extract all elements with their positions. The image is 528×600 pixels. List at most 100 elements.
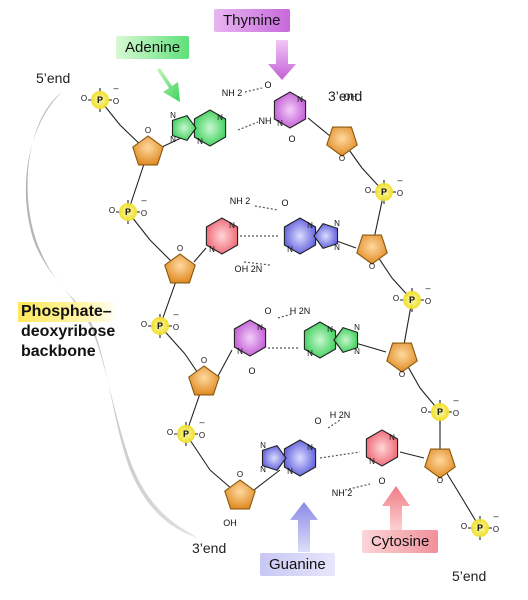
phosphate-right-2-o1: O bbox=[393, 294, 399, 303]
cytosine-base-2-ring bbox=[205, 217, 239, 255]
phosphate-right-4-glow bbox=[471, 519, 489, 537]
adenine-base-3-imidazole bbox=[333, 326, 359, 354]
guanine-base-2-ring bbox=[283, 217, 317, 255]
sugar-right-2-ring-o: O bbox=[369, 262, 375, 271]
phosphate-right-1-glow bbox=[375, 183, 393, 201]
thymine-base-3-n3: N bbox=[237, 347, 243, 356]
phosphate-right-2 bbox=[403, 291, 421, 309]
phosphate-left-2-glow bbox=[119, 203, 137, 221]
phosphate-left-3-charge: – bbox=[173, 309, 178, 319]
thymine-base-3-ring bbox=[233, 319, 267, 357]
adenine-base-3 bbox=[303, 321, 359, 359]
thymine-o2-3: O bbox=[248, 366, 255, 376]
phosphate-left-3-p-atom: P bbox=[157, 321, 163, 331]
cytosine-amino-4: H 2N bbox=[330, 410, 351, 420]
five-prime-end-top-left: 5’end bbox=[36, 70, 71, 86]
phosphate-left-4-p-atom: P bbox=[183, 429, 189, 439]
oh-bottom: OH bbox=[223, 518, 237, 528]
phosphate-right-2-p-atom: P bbox=[409, 295, 415, 305]
guanine-label: Guanine bbox=[260, 553, 335, 576]
thymine-o2: O bbox=[288, 134, 295, 144]
phosphate-left-4-charge: – bbox=[199, 417, 204, 427]
sugar-right-4-ring-o: O bbox=[437, 476, 443, 485]
phosphate-left-2-o1: O bbox=[109, 206, 115, 215]
five-prime-end-bottom-right: 5’end bbox=[452, 568, 487, 584]
adenine-arrow bbox=[157, 68, 180, 102]
sugar-left-1-ring-o: O bbox=[145, 126, 151, 135]
phosphate-right-3-o2: O bbox=[453, 409, 459, 418]
guanine-base-2-n1: N bbox=[307, 221, 313, 230]
guanine-base-2-imidazole bbox=[313, 222, 339, 250]
phosphate-left-3 bbox=[151, 317, 169, 335]
phosphate-right-4-o2: O bbox=[493, 525, 499, 534]
phosphate-left-2 bbox=[119, 203, 137, 221]
sugar-left-2-ring-o: O bbox=[177, 244, 183, 253]
phosphate-left-2-o2: O bbox=[141, 209, 147, 218]
sugar-right-3 bbox=[386, 342, 418, 373]
thymine-label: Thymine bbox=[214, 9, 290, 32]
adenine-base-3-n7: N bbox=[354, 323, 360, 332]
oh-top: OH bbox=[343, 92, 357, 102]
phosphate-left-1-o2: O bbox=[113, 97, 119, 106]
phosphate-right-3 bbox=[431, 403, 449, 421]
cytosine-arrow bbox=[382, 486, 410, 532]
thymine-base-3 bbox=[233, 319, 267, 357]
adenine-base-n3: N bbox=[197, 137, 203, 146]
adenine-base-n7: N bbox=[170, 111, 176, 120]
phosphate-right-1-o2: O bbox=[397, 189, 403, 198]
three-prime-end-top-right: 3’end bbox=[328, 88, 363, 104]
phosphate-left-4 bbox=[177, 425, 195, 443]
cytosine-amino-2: NH 2 bbox=[230, 196, 251, 206]
phosphate-left-4-o2: O bbox=[199, 431, 205, 440]
guanine-base-2 bbox=[283, 217, 339, 255]
sugar-left-2 bbox=[164, 253, 196, 284]
phosphate-right-1 bbox=[375, 183, 393, 201]
phosphate-left-1 bbox=[91, 91, 109, 109]
adenine-base-n1: N bbox=[217, 113, 223, 122]
phosphate-right-2-glow bbox=[403, 291, 421, 309]
phosphate-left-3-o2: O bbox=[173, 323, 179, 332]
sugar-right-1-ring-o: O bbox=[339, 154, 345, 163]
adenine-amino-3: H 2N bbox=[290, 306, 311, 316]
thymine-base-ring bbox=[273, 91, 307, 129]
cytosine-base-4 bbox=[365, 429, 399, 467]
thymine-base-n1: N bbox=[297, 95, 303, 104]
phosphate-right-3-o1: O bbox=[421, 406, 427, 415]
phosphate-right-3-glow bbox=[431, 403, 449, 421]
phosphate-left-1-glow bbox=[91, 91, 109, 109]
phosphate-right-1-o1: O bbox=[365, 186, 371, 195]
phosphate-left-4-glow bbox=[177, 425, 195, 443]
phosphate-right-3-charge: – bbox=[453, 395, 458, 405]
adenine-label: Adenine bbox=[116, 36, 190, 59]
cytosine-base-2-n1: N bbox=[229, 221, 235, 230]
thymine-base bbox=[273, 91, 307, 129]
phosphate-left-3-glow bbox=[151, 317, 169, 335]
sugar-left-4-ring-o: O bbox=[237, 470, 243, 479]
thymine-base-n3: N bbox=[277, 119, 283, 128]
phosphate-right-4-o1: O bbox=[461, 522, 467, 531]
guanine-base-4-n3: N bbox=[287, 467, 293, 476]
backbone-label: Phosphate– deoxyribose backbone bbox=[18, 302, 119, 362]
adenine-base-n9: N bbox=[170, 135, 176, 144]
guanine-o6-2: O bbox=[281, 198, 288, 208]
guanine-base-4-ring bbox=[283, 439, 317, 477]
cytosine-label: Cytosine bbox=[362, 530, 439, 553]
sugar-left-3 bbox=[188, 365, 220, 396]
phosphate-right-3-p-atom: P bbox=[437, 407, 443, 417]
cytosine-base-4-n3: N bbox=[369, 457, 375, 466]
guanine-base-4-n9: N bbox=[260, 465, 266, 474]
hydrogen-bonds bbox=[237, 87, 371, 491]
phosphate-right-2-o2: O bbox=[425, 297, 431, 306]
sugar-right-2 bbox=[356, 234, 388, 265]
guanine-o6-4: O bbox=[314, 416, 321, 426]
sugar-left-3-ring-o: O bbox=[201, 356, 207, 365]
three-prime-end-bottom-left: 3’end bbox=[192, 540, 227, 556]
sugar-right-4 bbox=[424, 448, 456, 479]
guanine-base-4 bbox=[261, 439, 317, 477]
backbone-label-line1: Phosphate– bbox=[18, 302, 119, 322]
adenine-base-3-ring bbox=[303, 321, 337, 359]
cytosine-base-4-n1: N bbox=[389, 433, 395, 442]
cytosine-base-2 bbox=[205, 217, 239, 255]
